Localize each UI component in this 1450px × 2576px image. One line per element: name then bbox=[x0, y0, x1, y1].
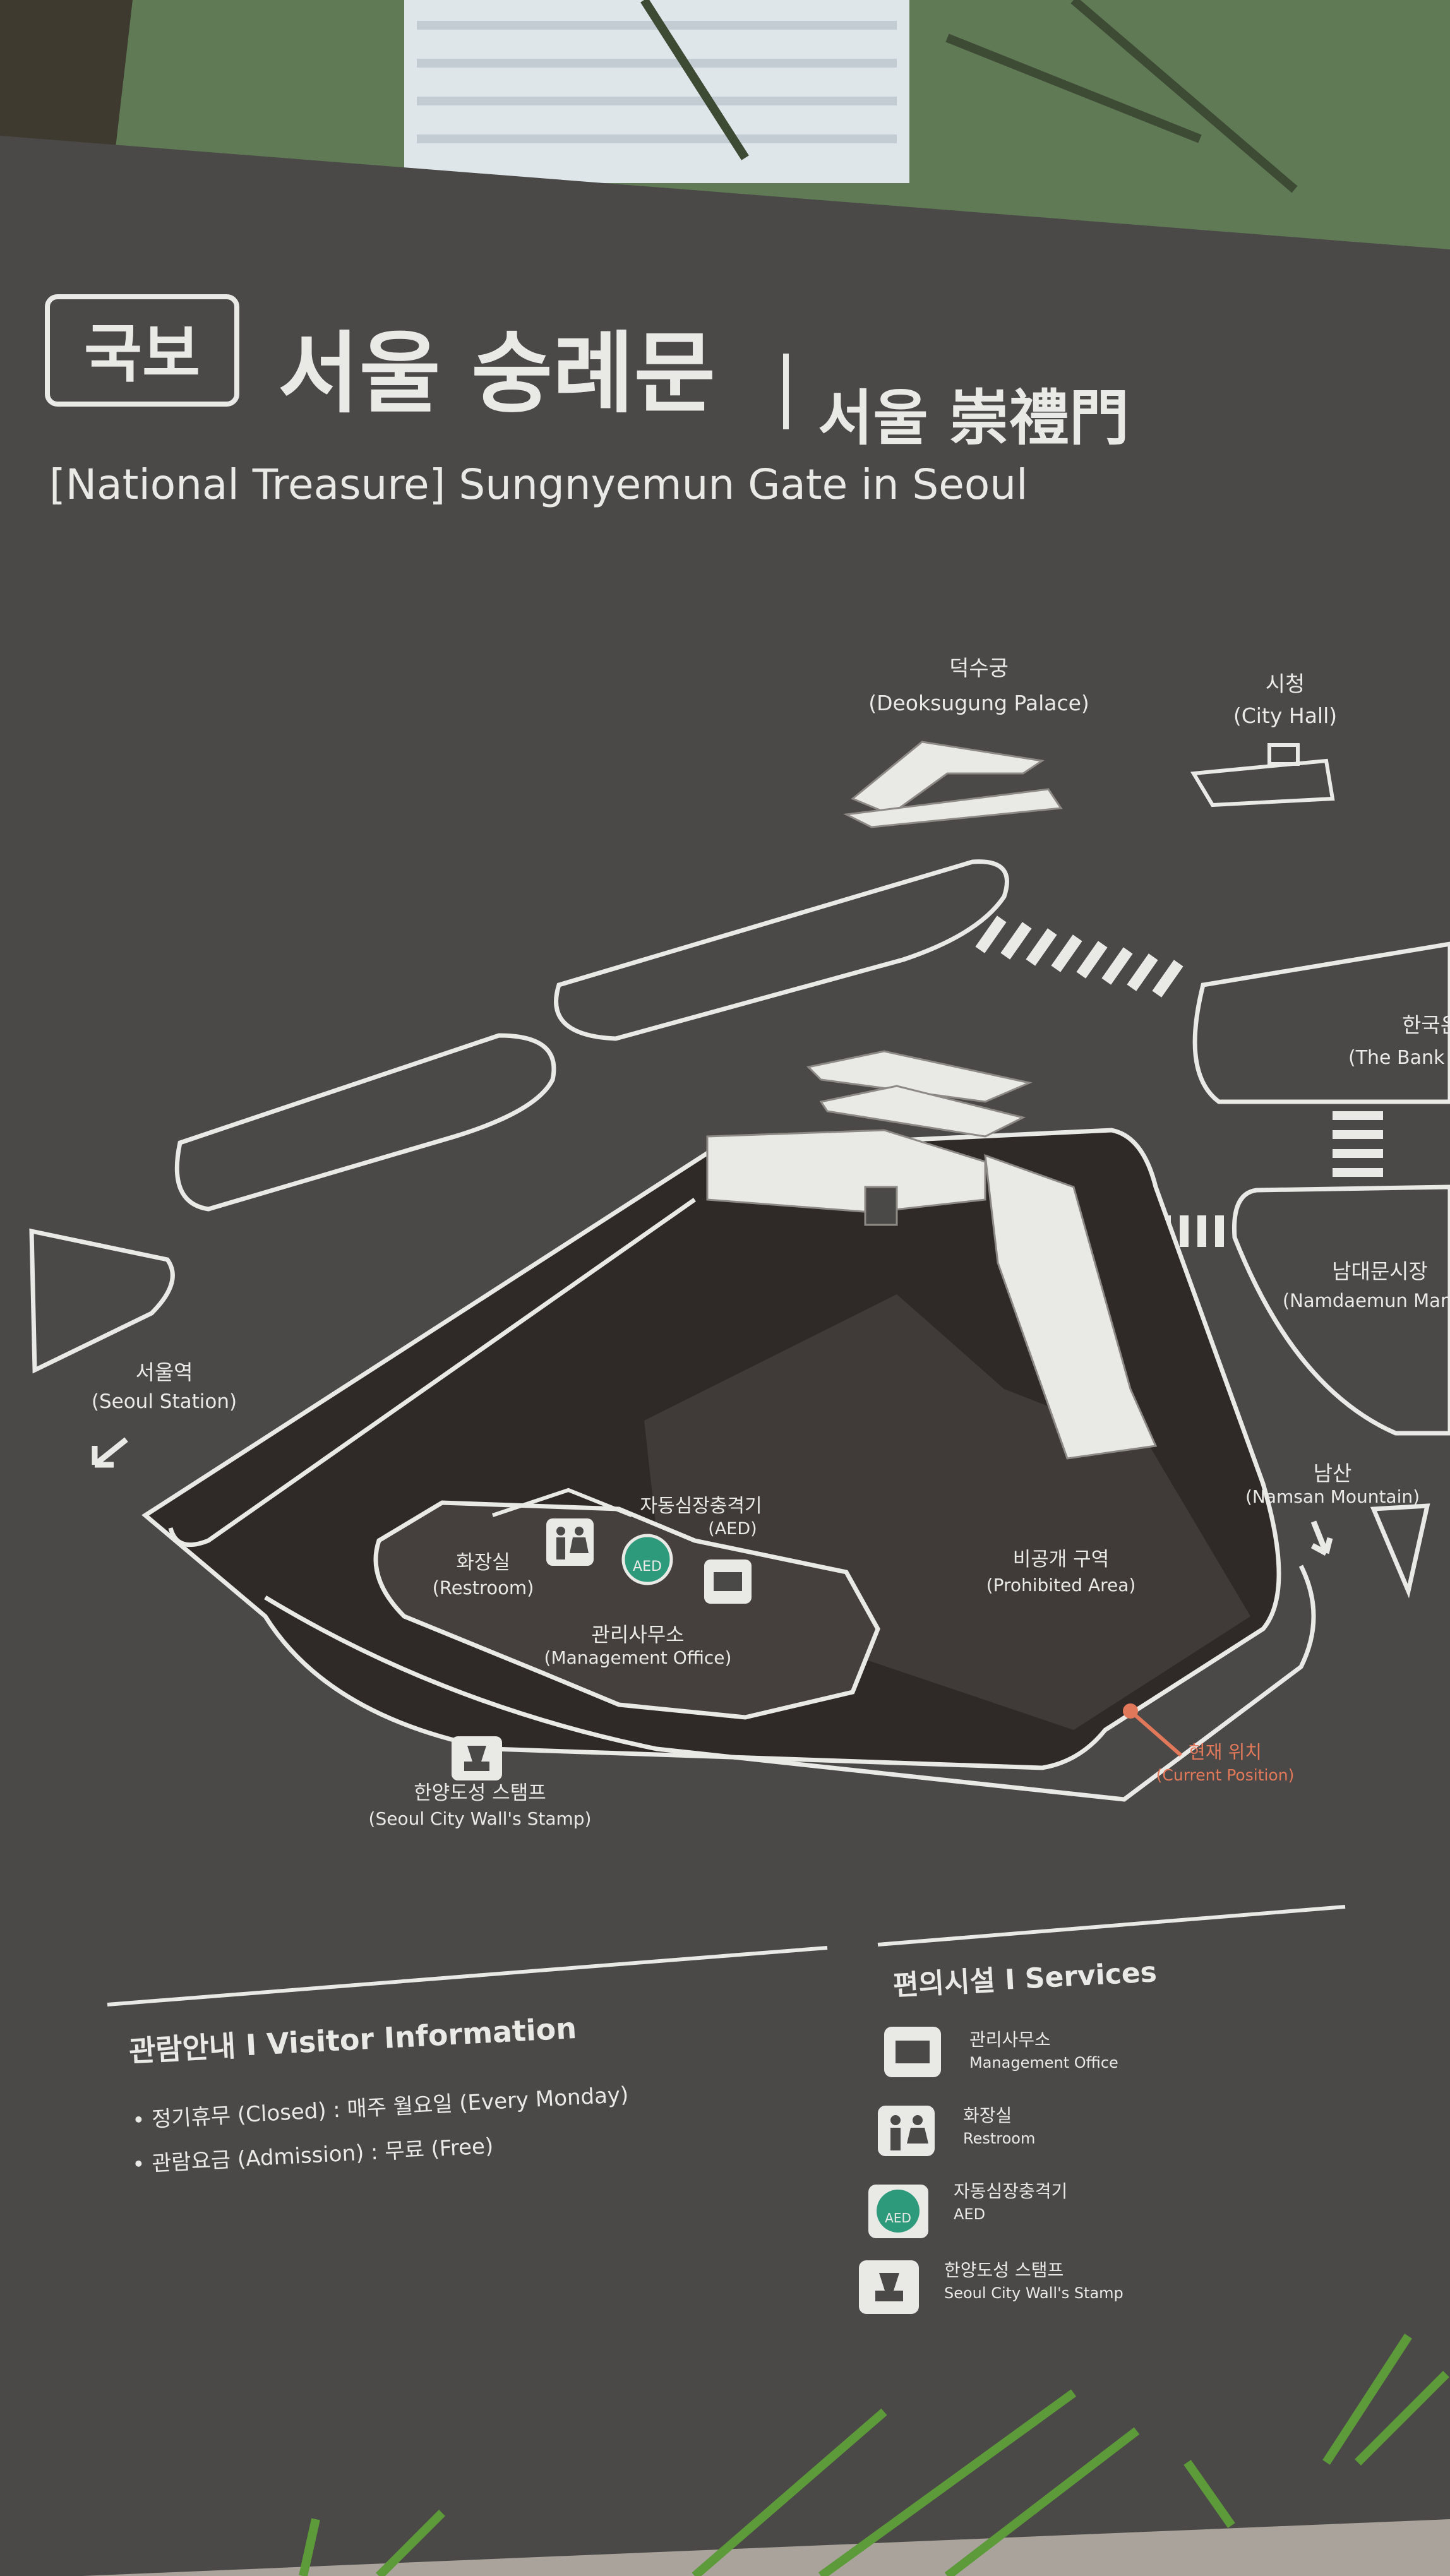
restroom-icon bbox=[546, 1518, 594, 1566]
label-management-ko: 관리사무소 bbox=[591, 1623, 684, 1647]
road-island-west bbox=[174, 1033, 556, 1212]
arrow-seoul-station-icon bbox=[92, 1437, 128, 1468]
label-prohibited-en: (Prohibited Area) bbox=[986, 1575, 1136, 1595]
label-city-hall-ko: 시청 bbox=[1266, 672, 1305, 697]
service-label-ko: 관리사무소 bbox=[969, 2029, 1051, 2050]
service-label-en: Seoul City Wall's Stamp bbox=[944, 2284, 1123, 2302]
label-market-en: (Namdaemun Market) bbox=[1283, 1290, 1450, 1311]
services-divider bbox=[877, 1905, 1346, 1947]
aed-icon-text: AED bbox=[633, 1559, 662, 1575]
label-aed-en: (AED) bbox=[708, 1519, 757, 1539]
road-island-north bbox=[554, 859, 1009, 1041]
service-label-en: Restroom bbox=[963, 2130, 1035, 2147]
outer-path bbox=[264, 1565, 1316, 1802]
arrow-namsan-icon bbox=[1310, 1520, 1333, 1556]
tree-trunk bbox=[0, 0, 133, 164]
site-map bbox=[29, 859, 1450, 1599]
management-building bbox=[373, 1500, 880, 1720]
label-namsan-en: (Namsan Mountain) bbox=[1245, 1486, 1420, 1507]
deoksugung-drawing bbox=[842, 741, 1063, 828]
service-item-stamp: 한양도성 스탬프 Seoul City Wall's Stamp bbox=[859, 2260, 1123, 2314]
market-block bbox=[1231, 1184, 1450, 1436]
label-stamp-en: (Seoul City Wall's Stamp) bbox=[369, 1808, 592, 1829]
building-floors bbox=[417, 21, 897, 143]
service-item-restroom: 화장실 Restroom bbox=[878, 2105, 1035, 2156]
grass bbox=[299, 2334, 1449, 2576]
label-management-en: (Management Office) bbox=[544, 1647, 732, 1668]
title-hanja: 서울 崇禮門 bbox=[818, 384, 1129, 453]
service-label-en: AED bbox=[954, 2205, 985, 2223]
label-prohibited-ko: 비공개 구역 bbox=[1013, 1548, 1109, 1571]
namsan-island bbox=[1370, 1503, 1430, 1599]
label-deoksugung-ko: 덕수궁 bbox=[949, 656, 1009, 681]
label-city-hall-en: (City Hall) bbox=[1233, 703, 1337, 728]
label-aed-ko: 자동심장충격기 bbox=[640, 1495, 762, 1517]
tree-branches bbox=[640, 0, 1298, 193]
badge-label: 국보 bbox=[84, 317, 200, 391]
aed-icon bbox=[877, 2190, 920, 2233]
aed-icon: AED bbox=[621, 1534, 673, 1585]
crosswalk-north bbox=[975, 915, 1183, 998]
city-hall-drawing bbox=[1190, 743, 1335, 808]
building bbox=[404, 0, 909, 183]
label-deoksugung-en: (Deoksugung Palace) bbox=[868, 691, 1089, 715]
inner-path bbox=[168, 1198, 697, 1547]
building-roofline bbox=[492, 1488, 633, 1517]
current-position-leader bbox=[1129, 1709, 1182, 1757]
service-label-en: Management Office bbox=[969, 2054, 1118, 2072]
label-namsan-ko: 남산 bbox=[1314, 1461, 1352, 1486]
visitor-info-divider bbox=[107, 1946, 828, 2007]
road-island-far-west bbox=[29, 1228, 175, 1374]
label-stamp-ko: 한양도성 스탬프 bbox=[414, 1782, 546, 1804]
label-seoul-station-ko: 서울역 bbox=[135, 1360, 193, 1385]
label-bank-en: (The Bank o bbox=[1348, 1047, 1450, 1069]
label-seoul-station-en: (Seoul Station) bbox=[92, 1390, 237, 1413]
aed-icon-text: AED bbox=[885, 2210, 911, 2226]
label-current-ko: 현재 위치 bbox=[1189, 1741, 1262, 1763]
label-restroom-ko: 화장실 bbox=[456, 1551, 510, 1574]
office-icon bbox=[704, 1559, 752, 1604]
service-label-ko: 한양도성 스탬프 bbox=[944, 2260, 1064, 2281]
label-current-en: (Current Position) bbox=[1156, 1766, 1295, 1784]
crosswalk-east bbox=[1333, 1111, 1383, 1177]
title-english: [National Treasure] Sungnyemun Gate in S… bbox=[49, 460, 1028, 509]
label-market-ko: 남대문시장 bbox=[1332, 1259, 1428, 1284]
label-bank-ko: 한국은 bbox=[1402, 1013, 1450, 1037]
stamp-icon bbox=[452, 1736, 502, 1780]
service-label-ko: 자동심장충격기 bbox=[954, 2181, 1067, 2202]
badge-frame bbox=[45, 294, 239, 407]
sungnyemun-gate bbox=[706, 1050, 1158, 1460]
title-korean: 서울 숭례문 bbox=[278, 323, 716, 426]
bank-block bbox=[1192, 941, 1450, 1104]
label-restroom-en: (Restroom) bbox=[433, 1577, 534, 1599]
restroom-icon bbox=[878, 2106, 935, 2156]
service-item-aed: AED 자동심장충격기 AED bbox=[868, 2181, 1067, 2238]
title-divider bbox=[783, 354, 789, 429]
service-item-office: 관리사무소 Management Office bbox=[884, 2027, 1118, 2077]
service-label-ko: 화장실 bbox=[963, 2105, 1012, 2126]
